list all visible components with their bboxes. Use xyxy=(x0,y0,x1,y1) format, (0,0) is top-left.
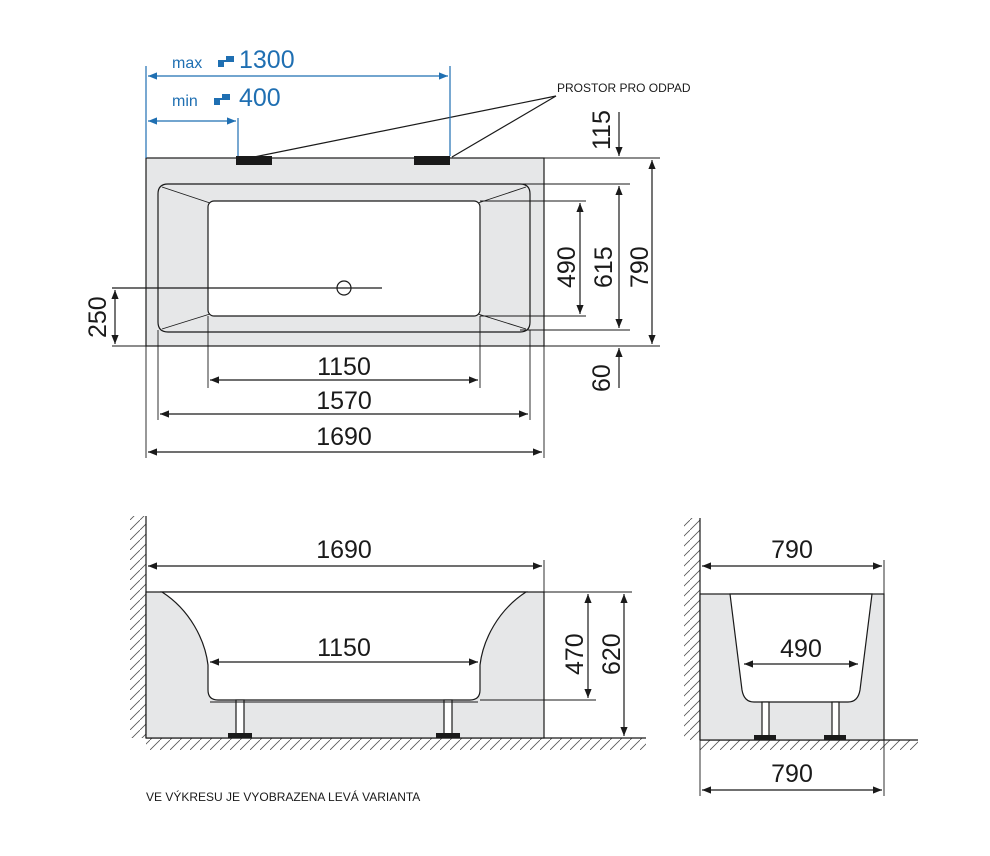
side-view: 1690 1150 470 620 xyxy=(130,516,646,750)
end-view: 790 490 790 xyxy=(684,518,918,796)
max-label: max xyxy=(172,55,202,72)
faucet-position-max xyxy=(414,156,450,165)
drain-space-label: PROSTOR PRO ODPAD xyxy=(557,81,691,95)
dim-1150-side: 1150 xyxy=(317,634,371,662)
dim-790-end-top: 790 xyxy=(771,536,813,564)
wall-hatch xyxy=(130,516,146,738)
faucet-icon xyxy=(218,56,234,67)
dim-470: 470 xyxy=(561,633,589,675)
floor-hatch xyxy=(700,740,918,750)
leg xyxy=(443,699,453,735)
min-value: 400 xyxy=(239,84,281,112)
dim-620: 620 xyxy=(598,633,626,675)
tub-shell-end xyxy=(729,593,873,703)
dim-250: 250 xyxy=(84,296,112,338)
wall-hatch xyxy=(684,518,700,740)
leg xyxy=(831,701,840,737)
dim-790-end-bottom: 790 xyxy=(771,760,813,788)
dim-490-end: 490 xyxy=(780,635,822,663)
tub-shell-side xyxy=(159,591,529,701)
dim-615: 615 xyxy=(590,246,618,288)
leg xyxy=(761,701,770,737)
floor-hatch xyxy=(146,738,646,750)
tub-rim-plan xyxy=(157,183,531,333)
dim-790-plan: 790 xyxy=(626,246,654,288)
faucet-position-min xyxy=(236,156,272,165)
leg xyxy=(235,699,245,735)
max-value: 1300 xyxy=(239,46,295,74)
dim-1690-side: 1690 xyxy=(316,536,372,564)
faucet-icon xyxy=(214,94,230,105)
min-label: min xyxy=(172,93,198,110)
dim-490: 490 xyxy=(553,246,581,288)
top-view: PROSTOR PRO ODPAD max 1300 min 400 115 4… xyxy=(84,46,691,458)
tub-basin-plan xyxy=(207,200,481,317)
dim-60: 60 xyxy=(588,364,616,392)
dim-1570-plan: 1570 xyxy=(316,387,372,415)
dim-115: 115 xyxy=(588,110,616,150)
dim-1690-plan: 1690 xyxy=(316,423,372,451)
dim-1150-plan: 1150 xyxy=(317,353,371,381)
variant-note: VE VÝKRESU JE VYOBRAZENA LEVÁ VARIANTA xyxy=(146,789,420,804)
